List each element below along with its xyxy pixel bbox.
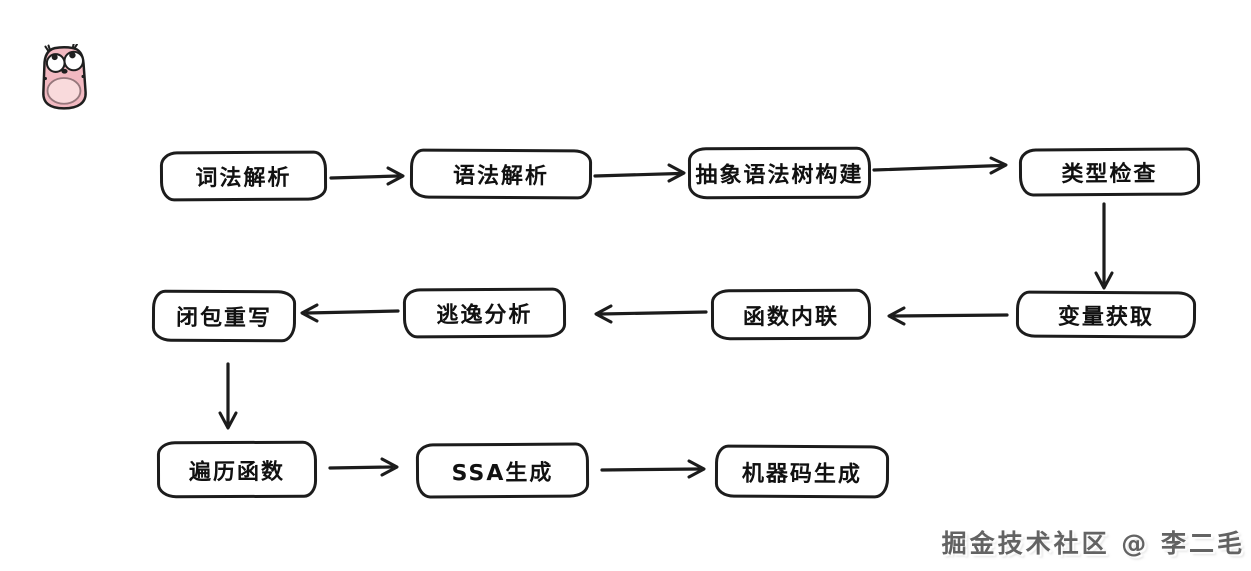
arrow-ssa-to-machine	[600, 459, 706, 479]
arrow-typecheck-to-capture	[1094, 202, 1114, 290]
flow-node-ssa-generation: SSA生成	[415, 442, 590, 499]
flow-node-syntax-analysis: 语法解析	[409, 148, 593, 200]
go-gopher-icon	[42, 44, 87, 110]
flow-node-machine-code-generation: 机器码生成	[714, 444, 890, 499]
arrow-syntax-to-ast	[593, 163, 686, 183]
flow-node-type-check: 类型检查	[1018, 147, 1201, 197]
arrow-inline-to-escape	[594, 304, 708, 324]
flow-node-lexical-analysis: 词法解析	[159, 150, 328, 202]
flow-node-variable-capture: 变量获取	[1015, 290, 1197, 339]
arrow-walk-to-ssa	[328, 457, 399, 477]
arrow-closure-to-walk	[218, 362, 238, 430]
arrow-capture-to-inline	[887, 306, 1009, 326]
arrow-ast-to-typecheck	[872, 156, 1008, 175]
flow-node-closure-rewriting: 闭包重写	[151, 289, 297, 343]
flow-node-escape-analysis: 逃逸分析	[402, 287, 567, 339]
flow-node-walk-functions: 遍历函数	[156, 440, 318, 499]
arrow-escape-to-closure	[300, 303, 400, 323]
flow-node-function-inlining: 函数内联	[710, 288, 872, 341]
flow-node-ast-construction: 抽象语法树构建	[687, 146, 872, 200]
arrow-lexical-to-syntax	[329, 166, 405, 186]
watermark: 掘金技术社区 @ 李二毛	[941, 529, 1245, 558]
